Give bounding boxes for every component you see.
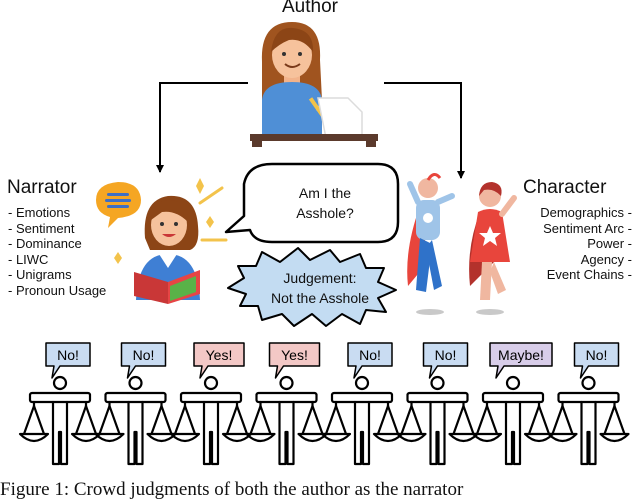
- character-icon: [407, 173, 517, 315]
- narrator-feature: - Sentiment: [8, 220, 75, 236]
- crowd-group: No! No! Yes! Yes! No! No! Maybe! No!: [18, 342, 630, 466]
- vote-bubble: No!: [422, 342, 469, 379]
- question-line-1: Am I the: [298, 185, 352, 201]
- vote-label: No!: [586, 347, 608, 363]
- judge-group: No!: [18, 342, 102, 466]
- judgement-line-2: Not the Asshole: [270, 290, 370, 306]
- character-feature: Power -: [587, 236, 632, 252]
- character-feature: Agency -: [580, 251, 632, 267]
- author-label: Author: [282, 0, 338, 17]
- judge-icon: [94, 375, 177, 466]
- vote-bubble: Maybe!: [489, 342, 553, 379]
- vote-bubble: No!: [573, 342, 620, 379]
- judge-group: Yes!: [245, 342, 328, 466]
- character-feature: Demographics -: [540, 205, 632, 220]
- judgement-text: Judgement: Not the Asshole: [240, 268, 400, 308]
- vote-bubble: No!: [120, 342, 167, 379]
- narrator-feature: - LIWC: [8, 251, 49, 267]
- figure-caption: Figure 1: Crowd judgments of both the au…: [0, 479, 464, 500]
- question-bubble: [224, 162, 400, 244]
- judge-icon: [396, 375, 479, 466]
- judge-icon: [18, 375, 102, 466]
- vote-bubble: Yes!: [268, 342, 321, 379]
- vote-bubble: Yes!: [193, 342, 245, 379]
- question-line-2: Asshole?: [296, 205, 354, 221]
- character-label: Character: [523, 177, 607, 198]
- judge-group: No!: [94, 342, 177, 466]
- author-to-narrator-arrow: [156, 82, 248, 173]
- vote-label: Yes!: [281, 347, 308, 363]
- judge-icon: [547, 375, 630, 466]
- narrator-feature: - Pronoun Usage: [8, 282, 107, 298]
- judge-icon: [320, 375, 404, 466]
- vote-label: No!: [435, 347, 457, 363]
- vote-label: No!: [133, 347, 155, 363]
- question-text: Am I the Asshole?: [250, 183, 400, 223]
- judge-group: No!: [320, 342, 404, 466]
- narrator-icon: [96, 178, 228, 304]
- character-feature: Event Chains -: [546, 267, 632, 283]
- judge-group: Yes!: [169, 342, 253, 466]
- author-to-character-arrow: [384, 82, 465, 179]
- judge-group: Maybe!: [471, 342, 555, 466]
- vote-label: Yes!: [206, 347, 233, 363]
- judge-icon: [169, 375, 253, 466]
- vote-label: Maybe!: [498, 347, 544, 363]
- character-feature: Sentiment Arc -: [543, 220, 632, 236]
- judgement-bubble: [227, 247, 397, 327]
- judge-icon: [471, 375, 555, 466]
- judge-group: No!: [547, 342, 630, 466]
- judgement-line-1: Judgement:: [283, 270, 357, 286]
- judge-icon: [245, 375, 328, 466]
- narrator-feature: - Emotions: [8, 205, 71, 220]
- vote-label: No!: [57, 347, 79, 363]
- narrator-feature: - Unigrams: [8, 267, 72, 283]
- character-feature-list: Demographics - Sentiment Arc - Power - A…: [540, 205, 632, 283]
- judge-group: No!: [396, 342, 479, 466]
- vote-label: No!: [359, 347, 381, 363]
- author-icon: [250, 22, 378, 147]
- narrator-feature: - Dominance: [8, 236, 82, 252]
- narrator-feature-list: - Emotions - Sentiment - Dominance - LIW…: [8, 205, 106, 299]
- narrator-label: Narrator: [7, 177, 77, 198]
- vote-bubble: No!: [45, 342, 91, 379]
- vote-bubble: No!: [347, 342, 393, 379]
